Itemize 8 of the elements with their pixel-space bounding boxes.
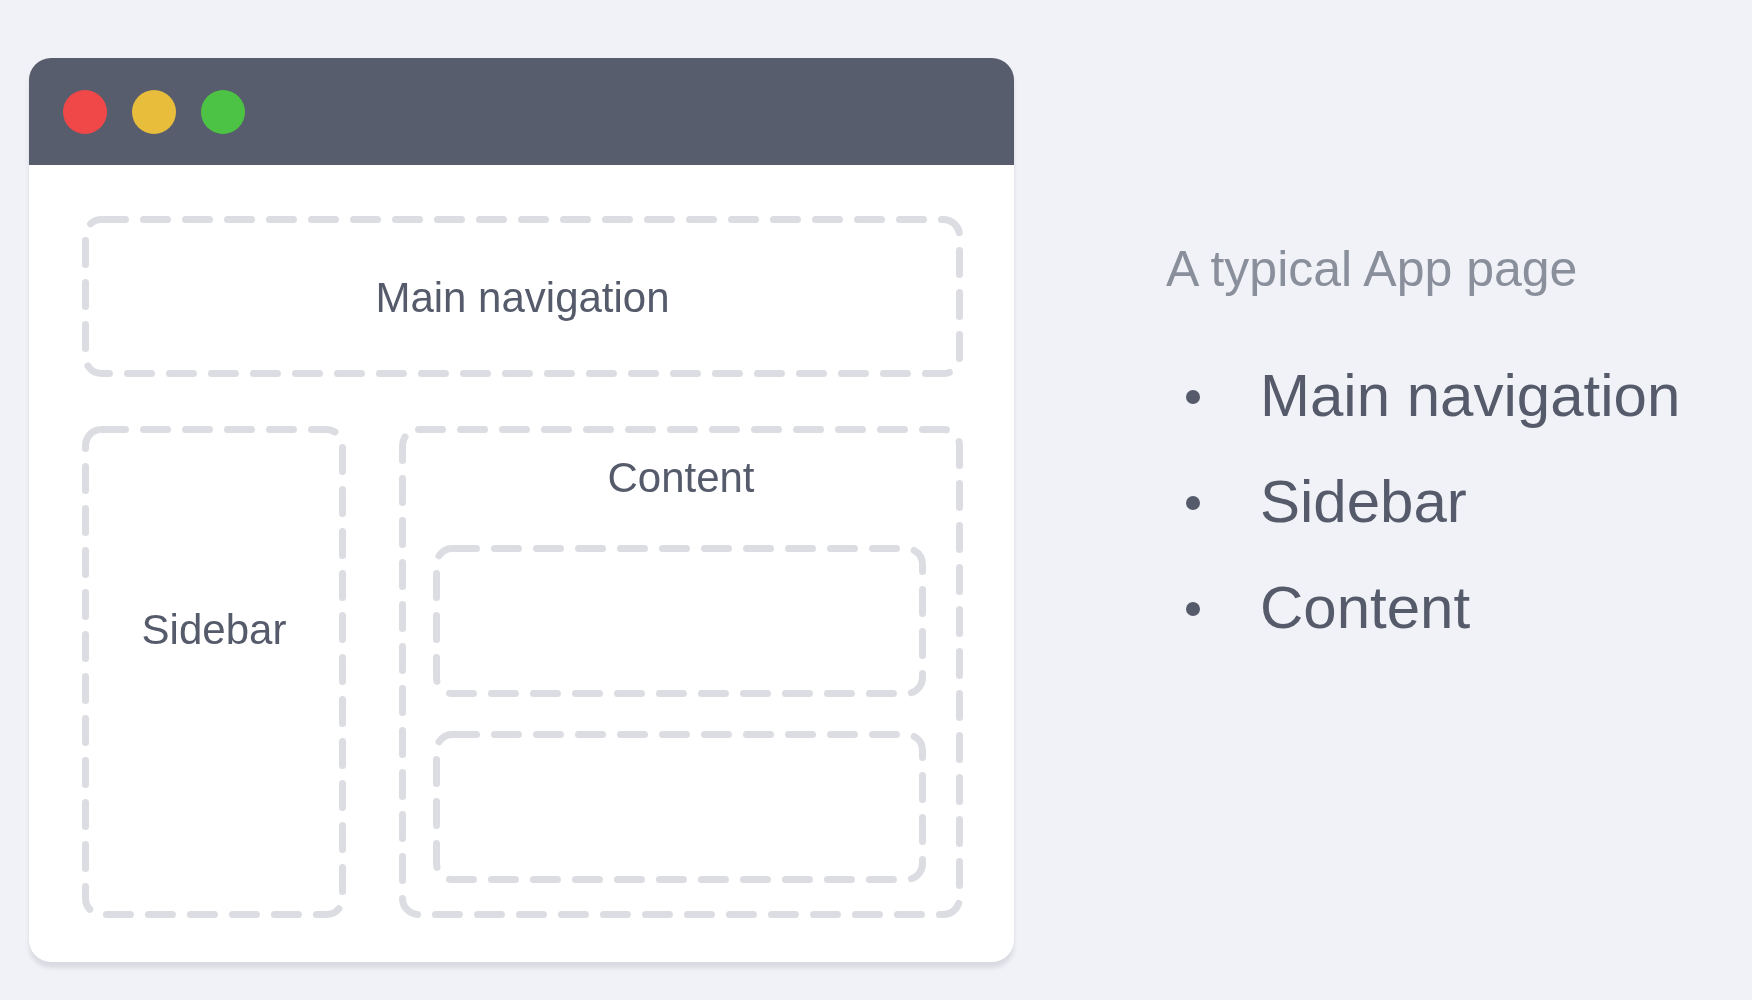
- list-item: Sidebar: [1260, 467, 1467, 536]
- list-item: Main navigation: [1260, 361, 1681, 430]
- region-label: Sidebar: [140, 606, 288, 654]
- list-item: Content: [1260, 573, 1471, 642]
- heading: A typical App page: [1166, 240, 1578, 298]
- region-label: Content: [606, 454, 756, 502]
- region-label: Main navigation: [374, 274, 671, 322]
- browser-window: [29, 58, 1014, 962]
